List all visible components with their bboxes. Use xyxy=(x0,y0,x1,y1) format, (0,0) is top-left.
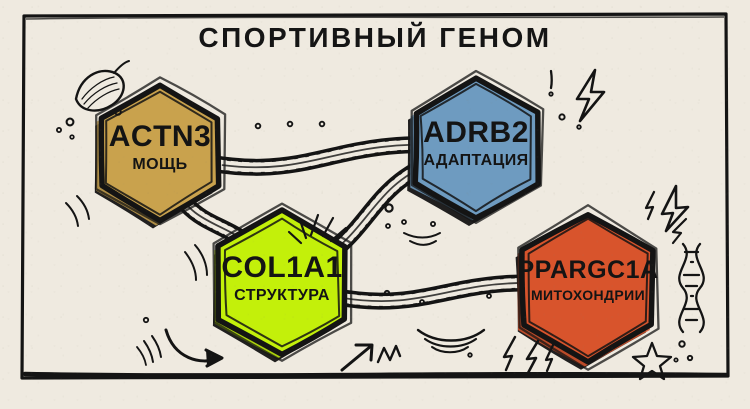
arrow-icon xyxy=(340,343,374,372)
hex-node-col1a1[interactable] xyxy=(212,202,353,363)
motion-lines-doodle xyxy=(65,195,441,281)
hex-node-adrb2[interactable] xyxy=(407,69,545,226)
lightning-bolt-icon xyxy=(502,335,555,375)
lightning-bolt-icon xyxy=(644,184,690,245)
dna-helix-icon xyxy=(678,242,705,334)
muscle-leaf-doodle xyxy=(74,60,130,112)
hex-node-ppargc1a[interactable] xyxy=(515,204,660,371)
curved-arrow-icon xyxy=(136,328,224,368)
page-title: СПОРТИВНЫЙ ГЕНОМ xyxy=(198,22,552,53)
star-icon xyxy=(631,341,673,381)
hex-node-actn3[interactable] xyxy=(94,76,227,229)
spark-burst-icon xyxy=(287,213,348,245)
dot-decoration xyxy=(65,117,75,127)
dot-decoration xyxy=(69,134,75,140)
motion-lines-doodle xyxy=(376,344,402,364)
lightning-bolt-icon xyxy=(575,68,606,123)
motion-lines-doodle xyxy=(416,328,486,358)
dot-decoration xyxy=(56,127,63,134)
